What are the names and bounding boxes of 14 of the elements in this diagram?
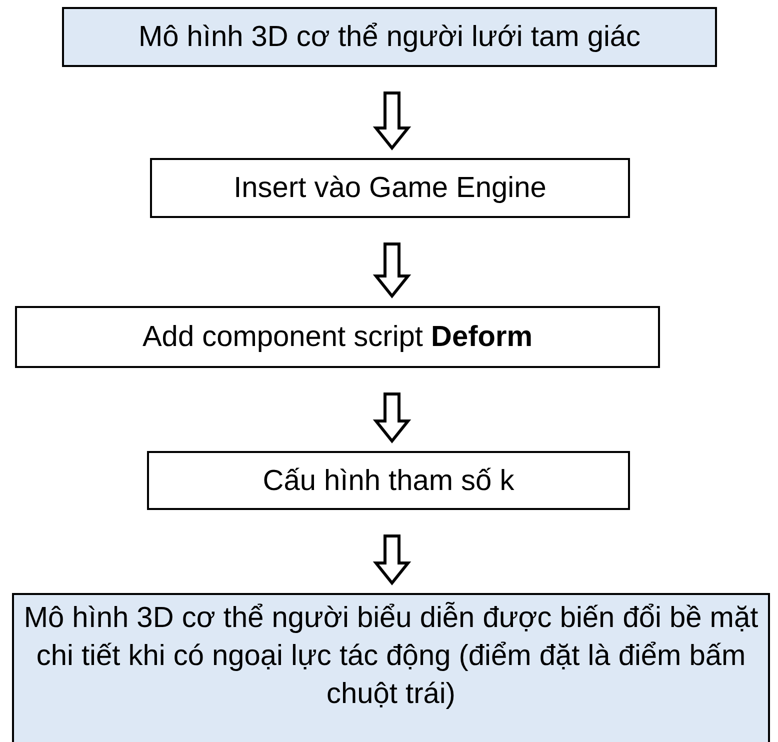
arrow	[372, 242, 412, 298]
step-text: Insert vào Game Engine	[234, 171, 546, 206]
process-box	[150, 158, 630, 218]
step-text: Cấu hình tham số k	[262, 464, 514, 498]
process-box	[147, 451, 630, 510]
process-box	[62, 7, 717, 67]
arrow	[372, 92, 412, 150]
step-text: Mô hình 3D cơ thể người biểu diễn được biến đổi bề mặt chi tiết khi có ngoại lực tác động (điểm đặt là điểm bấm chuột trái)	[22, 600, 760, 712]
process-box	[15, 306, 660, 368]
arrow	[372, 392, 412, 444]
step-text: Mô hình 3D cơ thể người lưới tam giác	[138, 20, 641, 55]
step-text: Add component script Deform	[142, 320, 533, 355]
process-box	[12, 593, 770, 742]
arrow	[372, 534, 412, 586]
